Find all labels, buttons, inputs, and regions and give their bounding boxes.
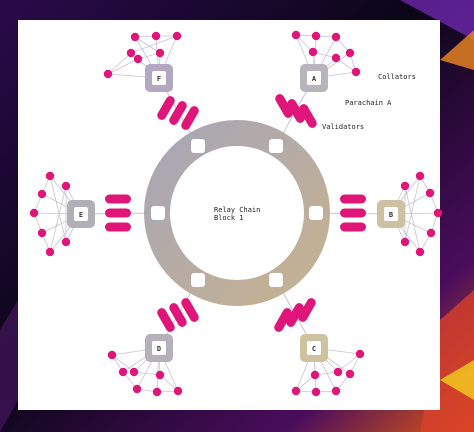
network-edge [404,185,421,253]
collator-node [118,367,128,377]
collator-node [173,386,183,396]
parachain-e-letter: E [79,211,83,219]
label-collators: Collators [378,73,416,81]
validator-node [274,308,292,332]
ring-slot [191,139,205,153]
collator-node [152,387,162,397]
collator-node [425,188,435,198]
parachain-a-letter: A [312,75,317,83]
collator-node [331,32,341,42]
validator-node [299,104,317,128]
collator-node [333,367,343,377]
parachain-c-letter: C [312,345,316,353]
collator-node [172,31,182,41]
validator-node [298,298,316,322]
parachain-e: E [67,200,95,228]
collator-node [103,69,113,79]
validator-node [157,308,175,332]
collator-node [426,228,436,238]
collator-node [45,171,55,181]
collator-node [129,367,139,377]
collator-node [331,53,341,63]
ring-slot [269,273,283,287]
collator-node [155,48,165,58]
collator-node [310,370,320,380]
validator-node [169,303,187,327]
network-edge [49,175,67,243]
collator-node [37,228,47,238]
collator-node [45,247,55,257]
validator-node [287,99,305,123]
relay-chain-slots [151,139,323,287]
network-edge [134,36,161,54]
network-edge [404,175,421,243]
collator-node [29,208,39,218]
validator-node [105,194,131,204]
collator-node [291,386,301,396]
network-edge [337,353,361,373]
validator-node [340,222,366,232]
parachain-c: C [300,334,328,362]
collator-node [37,189,47,199]
parachain-b: B [377,200,405,228]
collator-node [61,181,71,191]
ring-slot [191,273,205,287]
validator-node [105,208,131,218]
collator-node [151,31,161,41]
collator-node [400,237,410,247]
network-edge [49,185,67,253]
collator-node [61,237,71,247]
ring-slot [309,206,323,220]
relay-chain-block: Block 1 [214,214,244,222]
parachain-b-letter: B [389,211,393,219]
collator-node [345,369,355,379]
parachain-f-letter: F [157,75,161,83]
collator-groups [29,30,443,397]
collator-node [415,247,425,257]
parachain-f: F [145,64,173,92]
collator-node [351,67,361,77]
collator-node [331,386,341,396]
collator-node [400,181,410,191]
collator-node [133,54,143,64]
label-validators: Validators [322,123,364,131]
validator-node [275,94,293,118]
collator-node [308,47,318,57]
collator-node [126,48,136,58]
validator-node [181,298,199,322]
validator-node [340,194,366,204]
collator-node [291,30,301,40]
collator-node [415,171,425,181]
validator-node [105,222,131,232]
parachain-d-letter: D [157,345,161,353]
parachain-a: A [300,64,328,92]
network-edge [133,371,161,376]
validator-node [157,96,175,120]
collator-node [155,370,165,380]
validator-node [169,101,187,125]
network-edge [130,35,178,54]
ring-slot [269,139,283,153]
ring-slot [151,206,165,220]
network-edge [107,52,132,75]
relay-chain: Relay Chain Block 1 [144,120,330,306]
validator-node [181,106,199,130]
collator-node [311,387,321,397]
collator-node [355,349,365,359]
validator-node [340,208,366,218]
validator-groups [105,94,366,332]
collator-node [107,350,117,360]
collator-node [130,32,140,42]
collator-node [311,31,321,41]
collator-node [132,384,142,394]
parachain-d: D [145,334,173,362]
collator-node [345,48,355,58]
network-edge [111,354,135,373]
validator-node [286,303,304,327]
label-parachain: Parachain A [345,99,392,107]
collator-node [433,208,443,218]
network-edge [107,58,139,75]
relay-chain-title: Relay Chain [214,206,260,214]
